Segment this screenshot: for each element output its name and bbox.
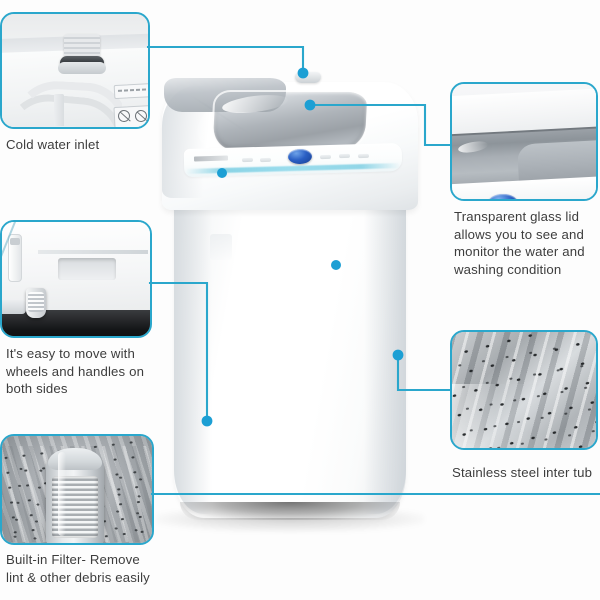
- washing-machine-product-image: [150, 66, 430, 536]
- cabinet-right-shading: [364, 184, 406, 514]
- glass-lid-rim: [210, 90, 370, 152]
- water-valve-fitting: [295, 72, 321, 83]
- caption-cold-water-inlet: Cold water inlet: [6, 137, 100, 152]
- callout-built-in-filter[interactable]: [0, 434, 154, 545]
- cabinet-badge: [210, 234, 232, 260]
- cold-water-inlet-photo: [2, 14, 148, 127]
- control-button-4: [338, 153, 351, 159]
- callout-stainless-steel-tub[interactable]: [450, 330, 598, 450]
- cabinet-left-shading: [174, 184, 212, 514]
- caption-built-in-filter: Built-in Filter- Remove lint & other deb…: [6, 552, 150, 585]
- connector-cold-water-inlet: [146, 45, 305, 70]
- brand-logo: [193, 155, 229, 162]
- wheels-and-handles-photo: [2, 222, 150, 336]
- cabinet-bottom-edge: [180, 502, 400, 520]
- control-button-3: [319, 154, 332, 160]
- control-button-1: [241, 157, 254, 163]
- caption-stainless-steel-tub: Stainless steel inter tub: [452, 465, 593, 480]
- caption-transparent-glass-lid: Transparent glass lid allows you to see …: [454, 209, 585, 277]
- callout-transparent-glass-lid[interactable]: [450, 82, 598, 201]
- control-button-5: [357, 153, 370, 159]
- callout-cold-water-inlet[interactable]: [0, 12, 150, 129]
- stainless-steel-tub-photo: [452, 332, 596, 448]
- callout-wheels-and-handles[interactable]: [0, 220, 152, 338]
- caption-wheels-and-handles: It's easy to move with wheels and handle…: [6, 346, 145, 396]
- glass-lid-photo: [452, 84, 596, 199]
- built-in-filter-photo: [2, 436, 152, 543]
- control-button-2: [259, 157, 272, 163]
